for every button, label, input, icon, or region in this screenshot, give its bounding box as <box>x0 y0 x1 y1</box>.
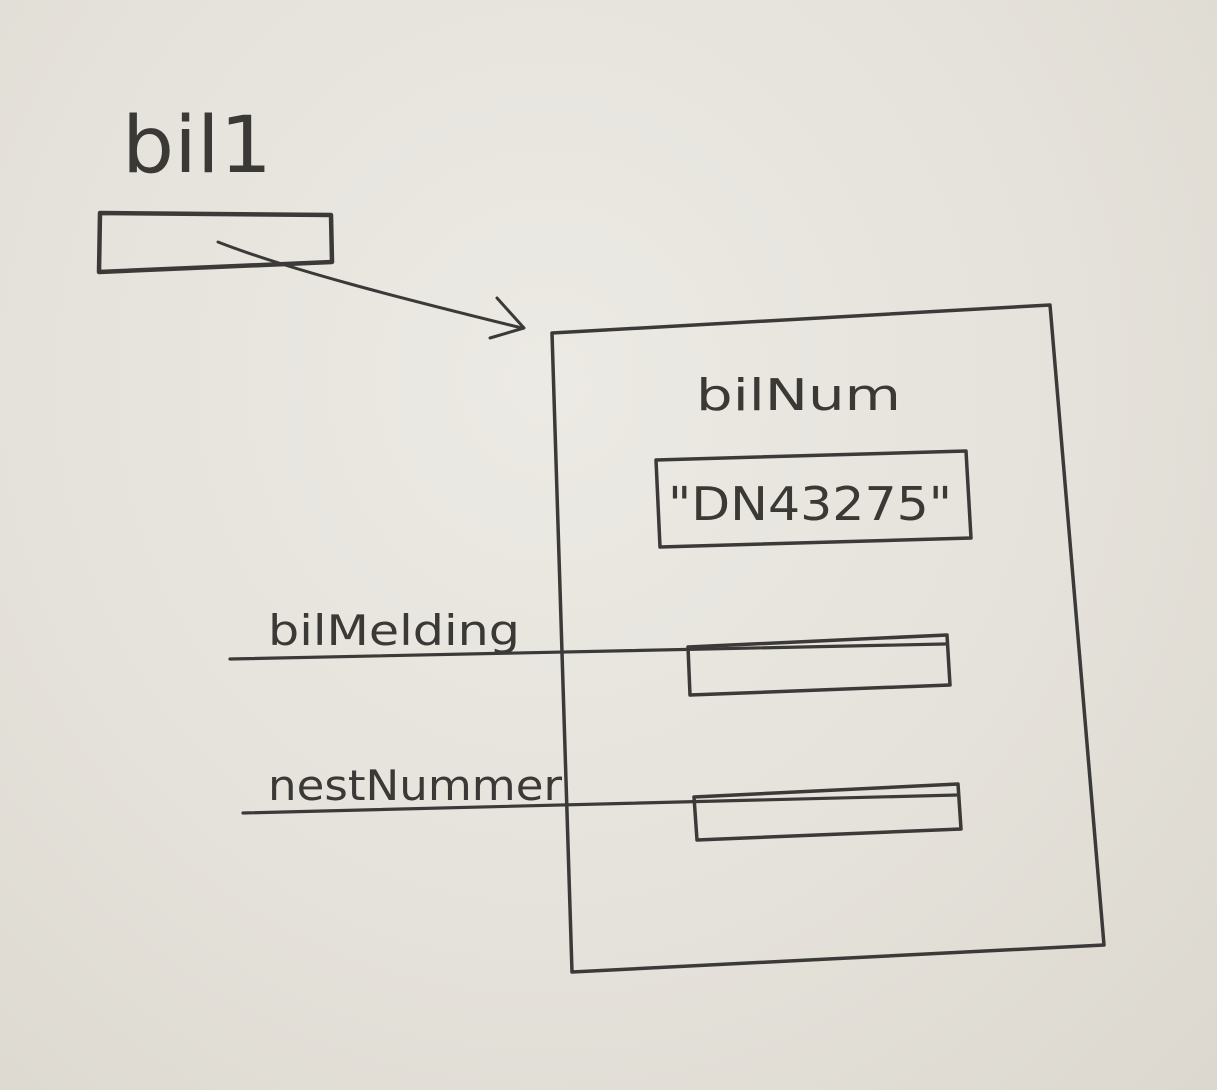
field-underline-bilmelding <box>228 642 947 661</box>
field-name-bilnum: bilNum <box>696 370 901 421</box>
reference-arrow-line <box>216 240 524 330</box>
variable-reference-box <box>96 210 335 275</box>
field-box-bilmelding <box>686 633 952 697</box>
object-box <box>550 303 1106 974</box>
field-box-nestnummer <box>692 782 963 842</box>
field-box-bilnum <box>654 449 973 549</box>
variable-name-label: bil1 <box>122 101 272 191</box>
reference-arrowhead <box>488 296 526 340</box>
field-name-nestnummer: nestNummer <box>268 761 563 810</box>
field-value-bilnum: "DN43275" <box>668 477 952 531</box>
field-underline-nestnummer <box>241 793 960 815</box>
field-name-bilmelding: bilMelding <box>268 606 520 655</box>
